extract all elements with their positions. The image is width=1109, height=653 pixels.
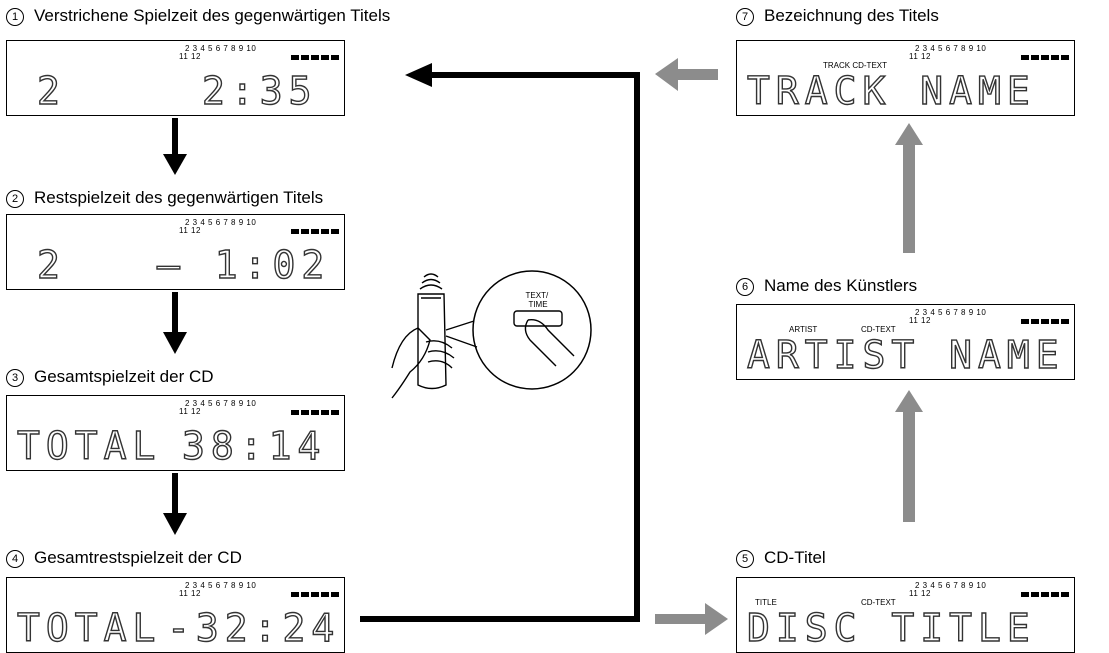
- lcd-display-5: TITLE CD-TEXT 2 3 4 5 6 7 8 9 10 11 12 D…: [736, 577, 1075, 653]
- track-indicator-row2: 11 12: [179, 52, 201, 61]
- display-tag: ARTIST: [789, 325, 818, 334]
- button-label-line: TIME: [528, 300, 547, 309]
- display-left-text: ARTIST NAME: [746, 333, 1065, 377]
- track-indicator-row2: 11 12: [179, 589, 201, 598]
- step-5-label: 5 CD-Titel: [736, 548, 826, 568]
- display-left-text: 2: [36, 243, 66, 287]
- display-tag: CD-TEXT: [861, 598, 896, 607]
- track-indicator-row2: 11 12: [179, 226, 201, 235]
- step-title: Verstrichene Spielzeit des gegenwärtigen…: [34, 6, 391, 25]
- level-bars: [291, 55, 339, 60]
- track-indicator-row2: 11 12: [909, 316, 931, 325]
- step-title: Name des Künstlers: [764, 276, 918, 295]
- gray-arrow-step5-to-6: [895, 390, 923, 522]
- display-right-text: – 1:02: [156, 243, 331, 287]
- track-indicator-row1: 2 3 4 5 6 7 8 9 10: [185, 581, 257, 590]
- track-indicator-row1: 2 3 4 5 6 7 8 9 10: [185, 399, 257, 408]
- display-tag: TITLE: [755, 598, 777, 607]
- level-bars: [291, 592, 339, 597]
- lcd-display-2: 2 3 4 5 6 7 8 9 10 11 12 2 – 1:02: [6, 214, 345, 290]
- arrow-down-3-4: [163, 473, 187, 535]
- step-title: Gesamtrestspielzeit der CD: [34, 548, 242, 567]
- step-title: Restspielzeit des gegenwärtigen Titels: [34, 188, 324, 207]
- step-title: Gesamtspielzeit der CD: [34, 367, 214, 386]
- display-tag: TRACK CD-TEXT: [823, 61, 887, 70]
- step-number: 7: [736, 8, 754, 26]
- gray-arrow-step6-to-7: [895, 123, 923, 253]
- text-time-button-callout: [445, 270, 592, 390]
- lcd-display-7: TRACK CD-TEXT 2 3 4 5 6 7 8 9 10 11 12 T…: [736, 40, 1075, 116]
- display-left-text: TOTAL: [16, 606, 162, 650]
- arrow-down-2-3: [163, 292, 187, 354]
- display-left-text: TRACK NAME: [746, 69, 1036, 113]
- gray-arrow-to-step5: [655, 603, 728, 635]
- button-label-line: TEXT/: [526, 291, 549, 300]
- lcd-display-4: 2 3 4 5 6 7 8 9 10 11 12 TOTAL -32:24: [6, 577, 345, 653]
- step-number: 4: [6, 550, 24, 568]
- track-indicator-row1: 2 3 4 5 6 7 8 9 10: [915, 44, 987, 53]
- step-number: 3: [6, 369, 24, 387]
- level-bars: [291, 410, 339, 415]
- loop-arrow-head: [405, 63, 432, 87]
- display-left-text: TOTAL: [16, 424, 162, 468]
- level-bars: [1021, 55, 1069, 60]
- track-indicator-row1: 2 3 4 5 6 7 8 9 10: [915, 581, 987, 590]
- step-6-label: 6 Name des Künstlers: [736, 276, 917, 296]
- gray-arrow-step7-to-1: [655, 58, 718, 91]
- display-tag: CD-TEXT: [861, 325, 896, 334]
- arrow-down-1-2: [163, 118, 187, 175]
- step-1-label: 1 Verstrichene Spielzeit des gegenwärtige…: [6, 6, 390, 26]
- level-bars: [291, 229, 339, 234]
- loop-arrow-4-to-1: [360, 72, 640, 622]
- level-bars: [1021, 319, 1069, 324]
- level-bars: [1021, 592, 1069, 597]
- track-indicator-row2: 11 12: [179, 407, 201, 416]
- text-time-button-label: TEXT/ TIME: [526, 291, 551, 309]
- track-indicator-row2: 11 12: [909, 589, 931, 598]
- display-left-text: DISC TITLE: [746, 606, 1036, 650]
- step-2-label: 2 Restspielzeit des gegenwärtigen Titels: [6, 188, 323, 208]
- track-indicator-row1: 2 3 4 5 6 7 8 9 10: [915, 308, 987, 317]
- track-indicator-row1: 2 3 4 5 6 7 8 9 10: [185, 218, 257, 227]
- step-number: 2: [6, 190, 24, 208]
- track-indicator-row2: 11 12: [909, 52, 931, 61]
- remote-control-icon: [391, 273, 455, 399]
- lcd-display-6: ARTIST CD-TEXT 2 3 4 5 6 7 8 9 10 11 12 …: [736, 304, 1075, 380]
- display-right-text: 38:14: [181, 424, 327, 468]
- track-indicator-row1: 2 3 4 5 6 7 8 9 10: [185, 44, 257, 53]
- display-right-text: 2:35: [201, 69, 318, 113]
- display-left-text: 2: [36, 69, 66, 113]
- lcd-display-1: 2 3 4 5 6 7 8 9 10 11 12 2 2:35: [6, 40, 345, 116]
- step-title: CD-Titel: [764, 548, 826, 567]
- step-title: Bezeichnung des Titels: [764, 6, 939, 25]
- step-number: 1: [6, 8, 24, 26]
- step-4-label: 4 Gesamtrestspielzeit der CD: [6, 548, 242, 568]
- step-3-label: 3 Gesamtspielzeit der CD: [6, 367, 214, 387]
- step-7-label: 7 Bezeichnung des Titels: [736, 6, 939, 26]
- lcd-display-3: 2 3 4 5 6 7 8 9 10 11 12 TOTAL 38:14: [6, 395, 345, 471]
- step-number: 6: [736, 278, 754, 296]
- display-right-text: -32:24: [166, 606, 341, 650]
- step-number: 5: [736, 550, 754, 568]
